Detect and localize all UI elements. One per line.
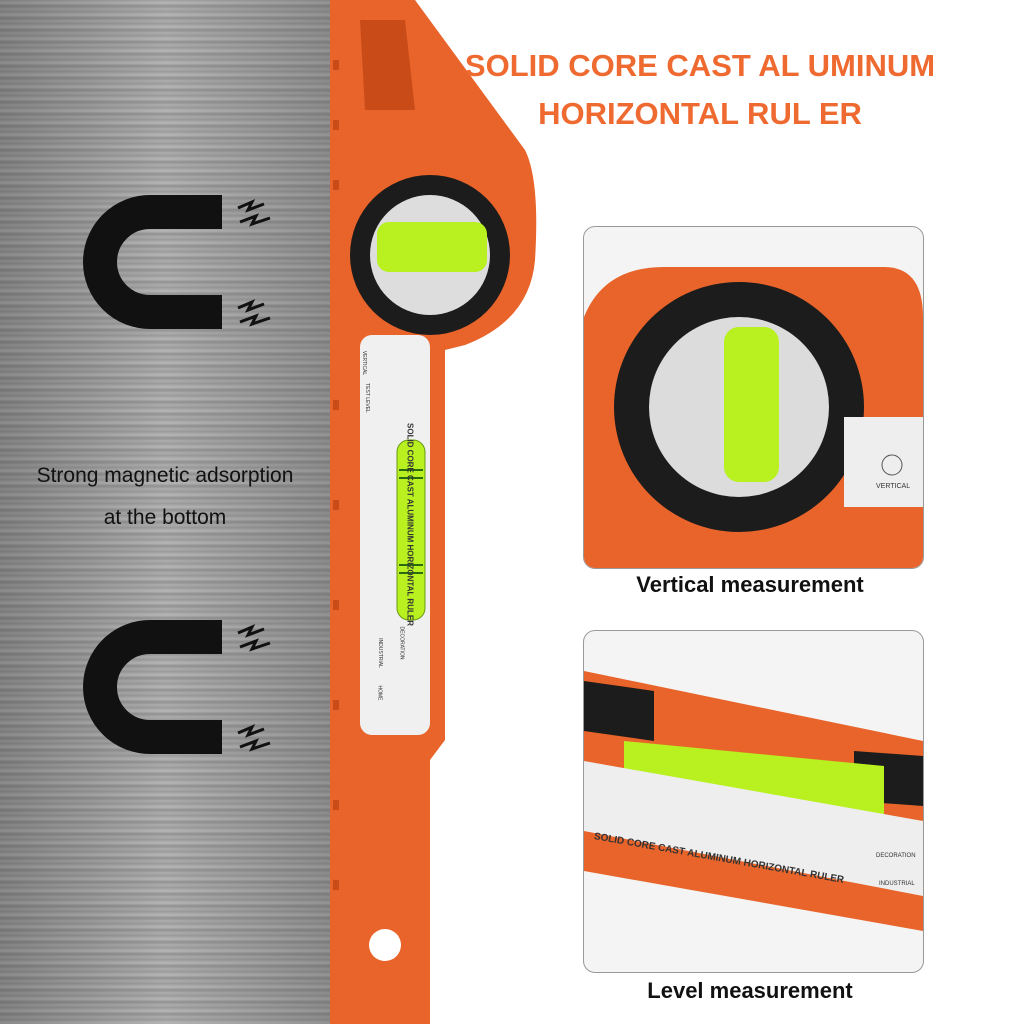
ruler-icon-label-decoration: DECORATION	[398, 626, 405, 660]
ruler-label: SOLID CORE CAST ALUMINUM HORIZONTAL RULE…	[405, 423, 415, 626]
lightning-icon	[237, 624, 271, 752]
page-title: SOLID CORE CAST AL UMINUM HORIZONTAL RUL…	[430, 42, 970, 138]
title-line-2: HORIZONTAL RUL ER	[538, 96, 862, 131]
vertical-detail-panel: VERTICAL	[583, 226, 924, 569]
vertical-label: VERTICAL	[876, 483, 911, 490]
ruler-icon-label-test: TEST LEVEL	[363, 383, 370, 413]
torpedo-level-tool	[330, 0, 537, 1024]
magnetic-caption: Strong magnetic adsorption at the bottom	[0, 455, 330, 539]
magnet-icon	[83, 195, 271, 329]
vial-closeup	[584, 267, 923, 568]
title-line-1: SOLID CORE CAST AL UMINUM	[464, 48, 936, 83]
brushed-metal-background	[0, 0, 330, 1024]
ruler-icon-label-home: HOME	[376, 685, 383, 701]
ruler-icon-label-industrial: INDUSTRIAL	[376, 638, 383, 668]
level-caption: Level measurement	[647, 978, 853, 1003]
caption-line-1: Strong magnetic adsorption	[36, 464, 294, 487]
decoration-label: DECORATION	[876, 853, 916, 859]
ruler-icon-label-vertical: VERTICAL	[361, 350, 368, 376]
industrial-label: INDUSTRIAL	[879, 881, 915, 887]
level-closeup	[584, 671, 923, 931]
lightning-icon	[237, 199, 271, 327]
magnet-icon	[83, 620, 271, 754]
caption-line-2: at the bottom	[103, 506, 227, 529]
vertical-caption: Vertical measurement	[636, 572, 864, 597]
level-detail-panel: SOLID CORE CAST ALUMINUM HORIZONTAL RULE…	[583, 630, 924, 973]
